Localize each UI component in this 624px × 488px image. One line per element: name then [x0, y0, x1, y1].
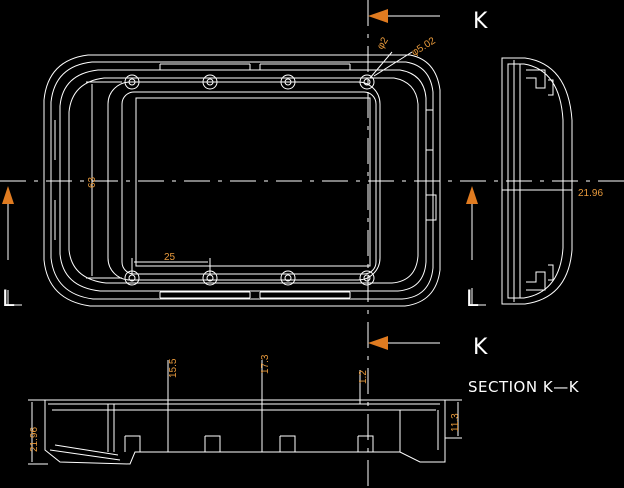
section-marker-top: K — [473, 9, 488, 34]
dim-sec-wall: 1.2 — [358, 370, 369, 384]
hole-leader — [369, 51, 413, 79]
section-view — [28, 360, 462, 465]
dim-25-lines — [131, 258, 211, 275]
front-view-screw-bosses — [124, 74, 375, 286]
dim-boss-spacing: 25 — [164, 252, 176, 263]
dim-sec-h2: 17.3 — [260, 354, 271, 374]
dim-side-depth: 21.96 — [578, 188, 603, 199]
side-marker-left: L — [2, 287, 15, 312]
side-view — [501, 57, 573, 305]
front-view-outline — [43, 54, 441, 307]
dim-sec-total: 21.96 — [29, 427, 40, 452]
dim-sec-h1: 15.5 — [168, 358, 179, 378]
section-marker-bottom: K — [473, 335, 488, 360]
dim-63-lines — [86, 81, 122, 279]
side-marker-right: L — [466, 287, 479, 312]
dim-height-inner: 63 — [87, 176, 98, 188]
dim-hole-small: φ2 — [375, 35, 391, 51]
arrow-shafts — [7, 15, 486, 344]
dim-sec-step: 11.3 — [450, 413, 461, 432]
section-arrows — [2, 9, 478, 350]
dim-hole-large: φ5.02 — [410, 35, 438, 58]
section-title: SECTION K—K — [468, 378, 580, 396]
